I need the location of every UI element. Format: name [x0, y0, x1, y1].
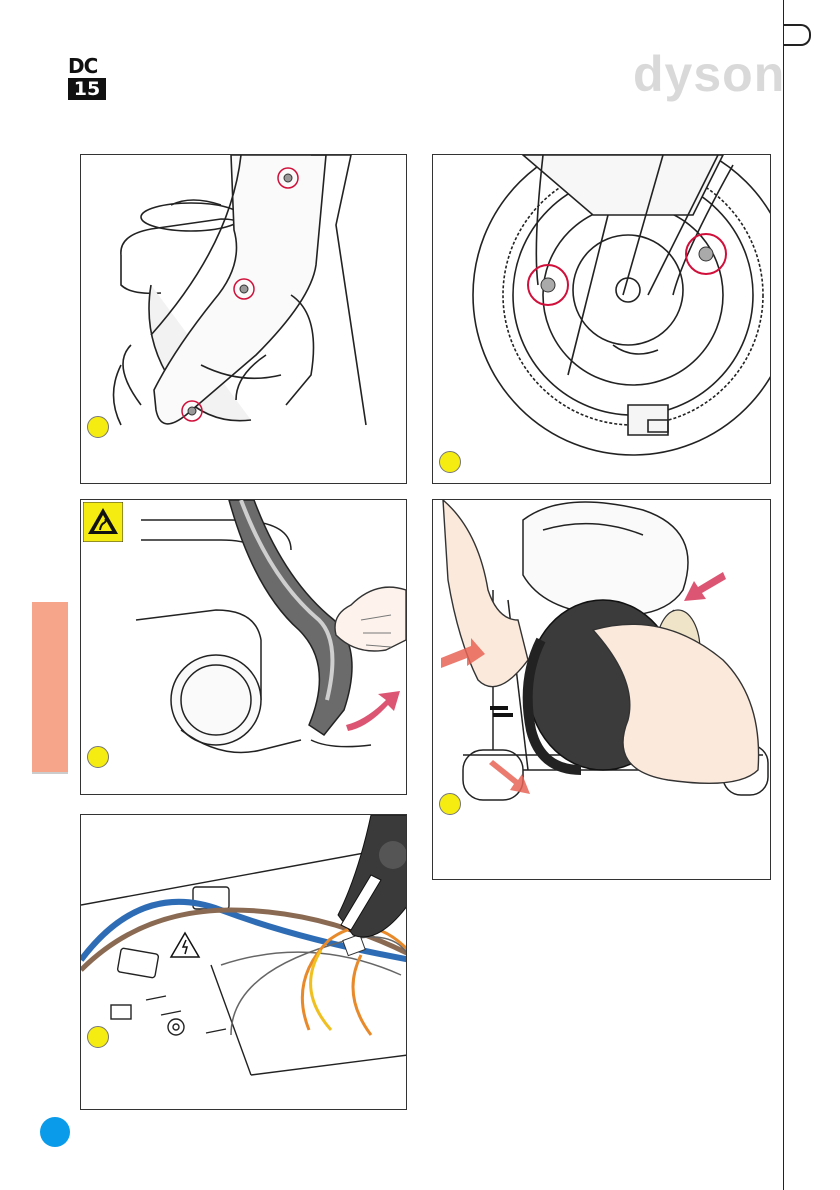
- step-marker-1: [87, 416, 109, 438]
- brand-logo: dyson: [633, 45, 785, 103]
- electrical-hazard-icon: [171, 933, 199, 957]
- page-tab-notch: [783, 24, 811, 46]
- wiring-illustration: [81, 815, 407, 1110]
- model-badge-top: DC: [68, 56, 106, 76]
- motor-bay-illustration: [433, 155, 771, 484]
- wand-cover-illustration: [81, 155, 407, 484]
- step-panel-5: [80, 814, 407, 1110]
- hose-seal-illustration: [81, 500, 407, 795]
- page-marker: [40, 1117, 70, 1147]
- motor-removal-illustration: [433, 500, 771, 880]
- section-side-tab: [32, 602, 68, 774]
- step-panel-2: [432, 154, 771, 484]
- step-marker-3: [87, 746, 109, 768]
- page-cut-line: [783, 0, 784, 1190]
- esd-warning-icon: [83, 502, 123, 542]
- step-panel-4: [432, 499, 771, 880]
- model-badge: DC 15: [68, 56, 106, 100]
- step-marker-5: [87, 1026, 109, 1048]
- model-badge-bottom: 15: [68, 78, 106, 100]
- step-panel-3: [80, 499, 407, 795]
- step-marker-2: [439, 451, 461, 473]
- step-marker-4: [439, 793, 461, 815]
- step-panel-1: [80, 154, 407, 484]
